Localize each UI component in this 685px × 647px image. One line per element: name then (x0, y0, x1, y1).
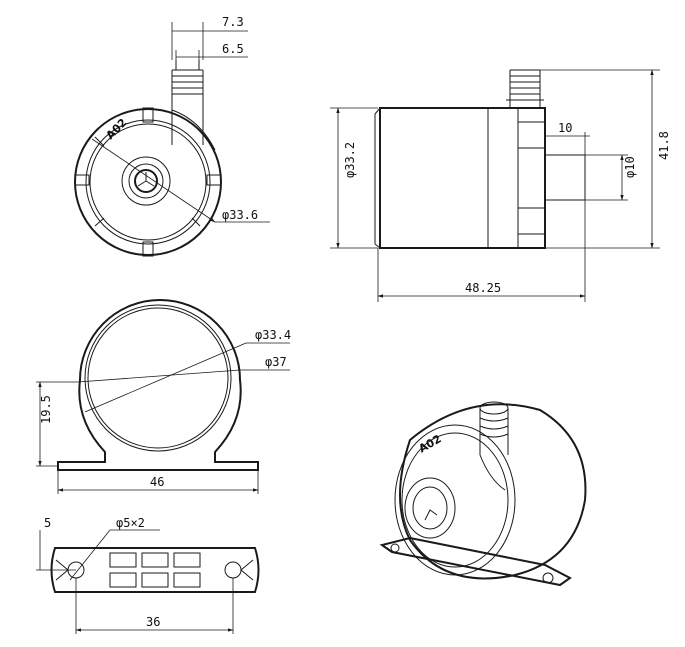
front-dim-6-5: 6.5 (222, 42, 244, 56)
side-dim-total-length: 48.25 (465, 281, 501, 295)
front-view: A02 7.3 6.5 φ33.6 (74, 15, 270, 257)
bracket-dim-outer-diameter: φ37 (265, 355, 287, 369)
bracket-dim-holes: φ5×2 (116, 516, 145, 530)
bracket-bottom-view: 5 φ5×2 36 (36, 516, 260, 634)
bracket-dim-inner-diameter: φ33.4 (255, 328, 291, 342)
bracket-dim-edge: 5 (44, 516, 51, 530)
side-dim-body-diameter: φ33.2 (343, 142, 357, 178)
bracket-dim-width: 46 (150, 475, 164, 489)
front-marking-label: A02 (104, 116, 130, 142)
iso-view: A02 (379, 401, 587, 587)
front-dim-7-3: 7.3 (222, 15, 244, 29)
front-dim-diameter: φ33.6 (222, 208, 258, 222)
side-view: 10 φ10 41.8 φ33.2 48.25 (330, 69, 671, 302)
side-dim-height: 41.8 (657, 131, 671, 160)
side-dim-outlet-diameter: φ10 (623, 156, 637, 178)
bracket-dim-hole-spacing: 36 (146, 615, 160, 629)
bracket-dim-height: 19.5 (39, 395, 53, 424)
bracket-front-view: φ33.4 φ37 19.5 46 (36, 299, 291, 494)
side-dim-outlet-length: 10 (558, 121, 572, 135)
